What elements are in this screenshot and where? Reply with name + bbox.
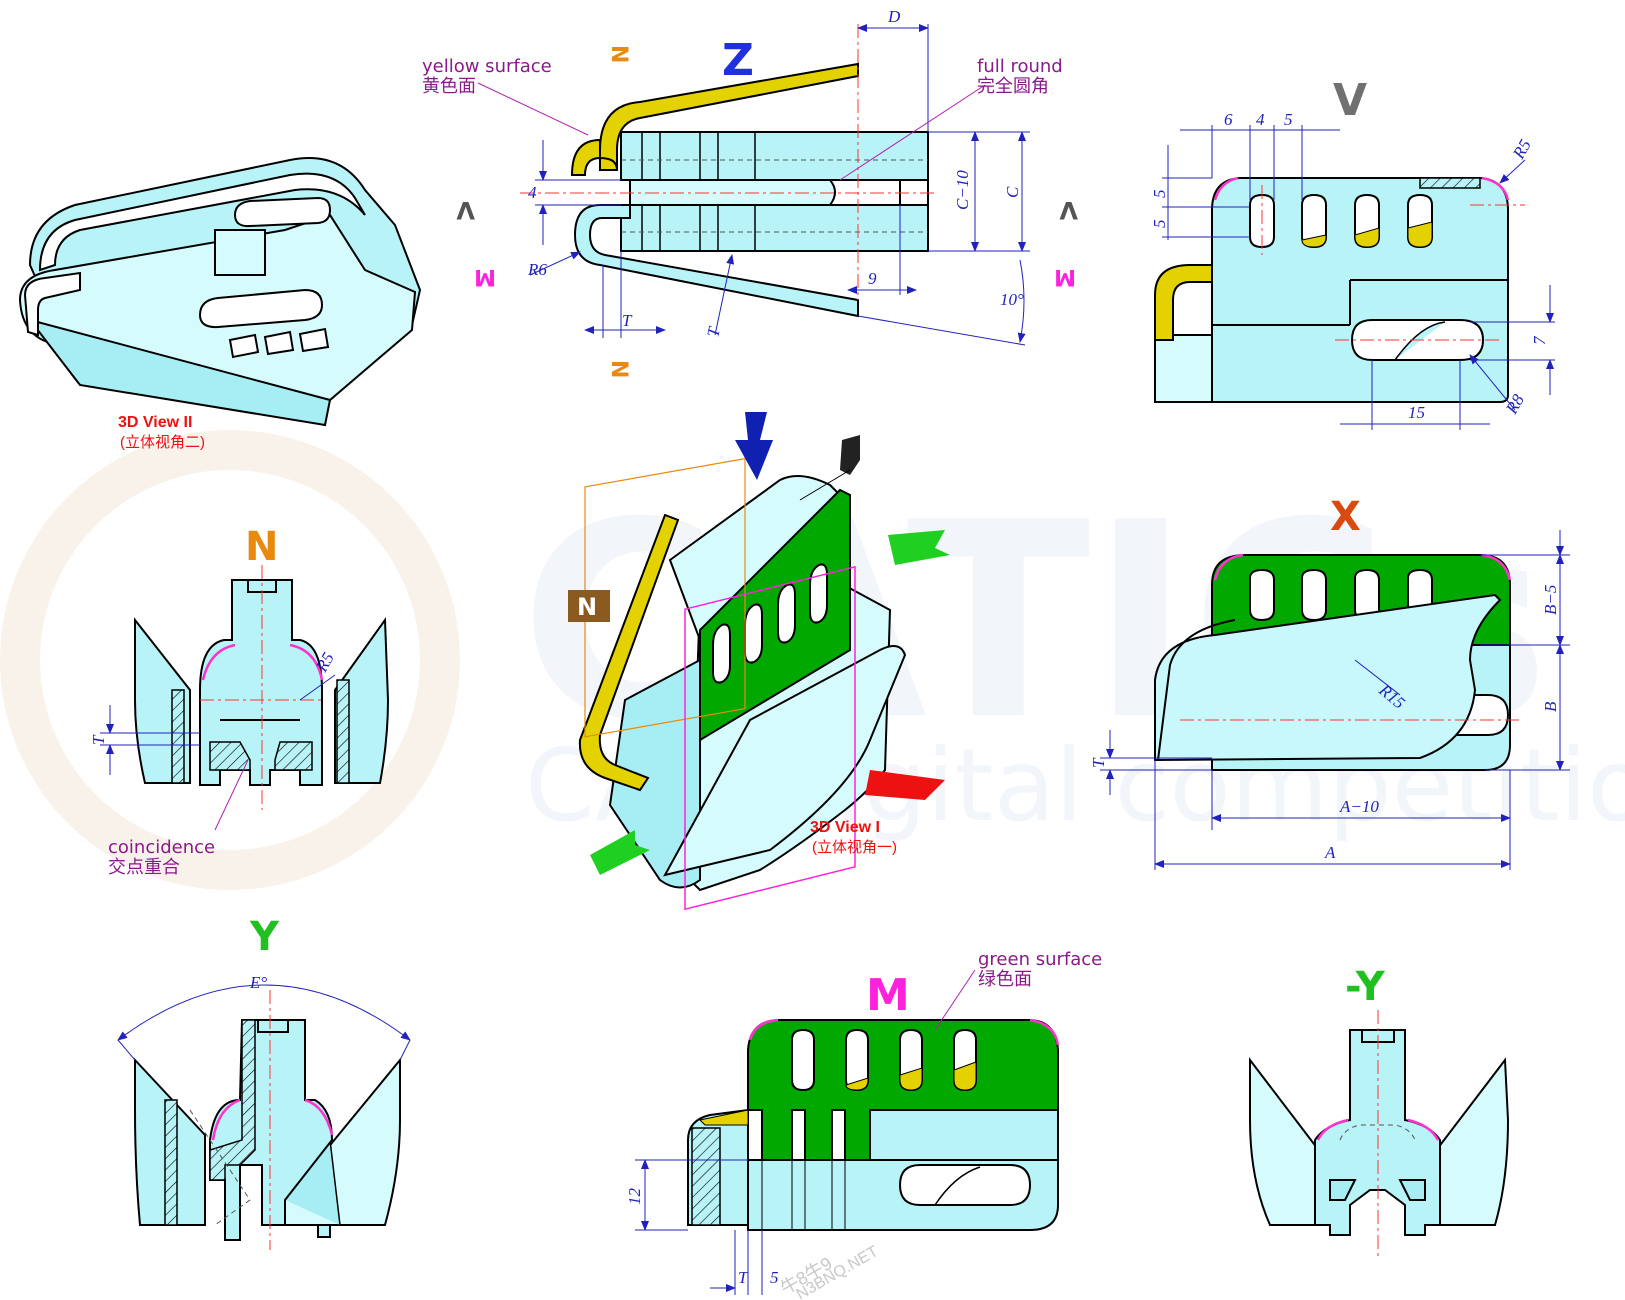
view3d-1-title: 3D View I bbox=[810, 819, 880, 836]
dim-z-D: D bbox=[887, 7, 901, 26]
dim-m-T: T bbox=[738, 1268, 749, 1287]
dim-v-4: 4 bbox=[1256, 110, 1265, 129]
note-fullround-en: full round bbox=[977, 56, 1063, 77]
view-3d-2: 3D View II (立体视角二) bbox=[18, 157, 422, 451]
dim-x-T: T bbox=[1089, 757, 1108, 768]
dim-y-E: E° bbox=[249, 973, 267, 992]
note-green-cn: 绿色面 bbox=[978, 969, 1032, 990]
dim-m-5: 5 bbox=[770, 1268, 779, 1287]
dim-z-9: 9 bbox=[868, 269, 877, 288]
dim-z-T2: T bbox=[703, 324, 724, 339]
view-z-section-bottom: N bbox=[606, 360, 631, 378]
note-yellow-en: yellow surface bbox=[422, 56, 552, 77]
dim-n-T: T bbox=[89, 734, 108, 745]
dim-x-B: B bbox=[1541, 701, 1560, 712]
view-x: R15 B−5 B T A−10 A X bbox=[1089, 494, 1570, 870]
dim-x-A: A bbox=[1324, 843, 1336, 862]
view3d-2-subtitle: (立体视角二) bbox=[120, 434, 205, 451]
dim-m-12: 12 bbox=[625, 1188, 644, 1206]
view-3d-1: N 3D View I (立体视角一) bbox=[568, 412, 950, 911]
dim-z-4: 4 bbox=[528, 183, 537, 202]
view-z-v-right: V bbox=[1059, 196, 1078, 224]
dim-v-6: 6 bbox=[1224, 110, 1233, 129]
view-x-label: X bbox=[1330, 494, 1361, 540]
view-neg-y-label: -Y bbox=[1345, 964, 1386, 1010]
view3d-2-title: 3D View II bbox=[118, 414, 192, 431]
view-z-m-left: M bbox=[474, 264, 496, 289]
view-n: R5 T coincidence 交点重合 N bbox=[89, 524, 390, 878]
view-m-label: M bbox=[866, 970, 910, 1021]
dim-z-T1: T bbox=[622, 311, 633, 330]
dim-v-5: 5 bbox=[1284, 110, 1293, 129]
view-z: D 4 C−10 C 9 10° R6 T T yellow surface 黄… bbox=[422, 7, 1078, 378]
view-m: 12 T 5 green surface 绿色面 M 牛8牛9 N3BNQ.NE… bbox=[625, 949, 1102, 1300]
view-v-label: V bbox=[1333, 75, 1367, 126]
view-y-label: Y bbox=[249, 914, 280, 960]
note-yellow-cn: 黄色面 bbox=[422, 76, 476, 97]
view-y: E° Y bbox=[117, 914, 411, 1250]
note-coincidence-cn: 交点重合 bbox=[108, 857, 180, 878]
dim-x-B5: B−5 bbox=[1541, 585, 1560, 615]
dim-v-5a: 5 bbox=[1150, 190, 1169, 199]
dim-v-7: 7 bbox=[1530, 335, 1549, 345]
view-z-label: Z bbox=[722, 35, 754, 86]
view-n-label: N bbox=[245, 524, 278, 570]
dim-x-A10: A−10 bbox=[1339, 797, 1379, 816]
view3d1-n-tag: N bbox=[577, 593, 597, 621]
dim-z-C10: C−10 bbox=[953, 170, 972, 210]
dim-v-R5: R5 bbox=[1509, 136, 1535, 163]
view-v: 6 4 5 5 5 R5 7 R8 15 V bbox=[1150, 75, 1555, 430]
view-z-m-right: M bbox=[1054, 264, 1076, 289]
dim-z-C: C bbox=[1003, 186, 1022, 198]
view3d-1-subtitle: (立体视角一) bbox=[812, 839, 897, 856]
note-green-en: green surface bbox=[978, 949, 1102, 970]
note-fullround-cn: 完全圆角 bbox=[977, 76, 1049, 97]
dim-z-R6: R6 bbox=[527, 260, 547, 279]
dim-v-5b: 5 bbox=[1150, 220, 1169, 229]
dim-v-15: 15 bbox=[1408, 403, 1425, 422]
view-neg-y: -Y bbox=[1249, 964, 1510, 1260]
view-z-section-top: N bbox=[606, 45, 631, 63]
dim-z-angle: 10° bbox=[1000, 290, 1024, 309]
note-coincidence-en: coincidence bbox=[108, 837, 215, 858]
view-z-v-left: V bbox=[456, 196, 475, 224]
